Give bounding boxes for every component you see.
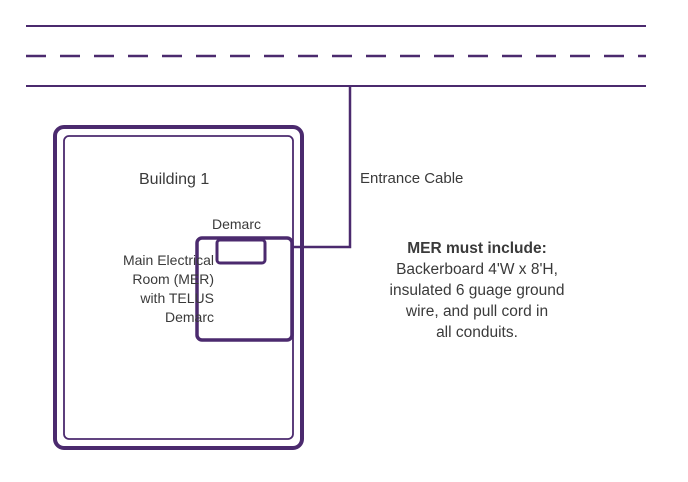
mer-label-line: Main Electrical (122, 252, 214, 268)
building-label: Building 1 (139, 171, 210, 188)
mer-label: Main Electrical Room (MER) with TELUS De… (70, 251, 214, 327)
mer-label-line: with TELUS (140, 290, 214, 306)
note-line: insulated 6 guage ground (389, 282, 565, 299)
entrance-cable-line (266, 86, 352, 249)
building-outer-wall (53, 125, 304, 450)
note-line: all conduits. (436, 324, 518, 341)
note-line: wire, and pull cord in (405, 303, 549, 320)
note-line: Backerboard 4'W x 8'H, (396, 261, 558, 278)
demarc-label: Demarc (212, 216, 262, 232)
mer-requirements-note: MER must include: Backerboard 4'W x 8'H,… (366, 238, 588, 343)
mer-label-line: Demarc (164, 309, 214, 325)
note-title: MER must include: (407, 240, 547, 257)
mer-label-line: Room (MER) (132, 271, 214, 287)
demarc-box (215, 238, 267, 265)
entrance-cable-label: Entrance Cable (360, 170, 464, 187)
